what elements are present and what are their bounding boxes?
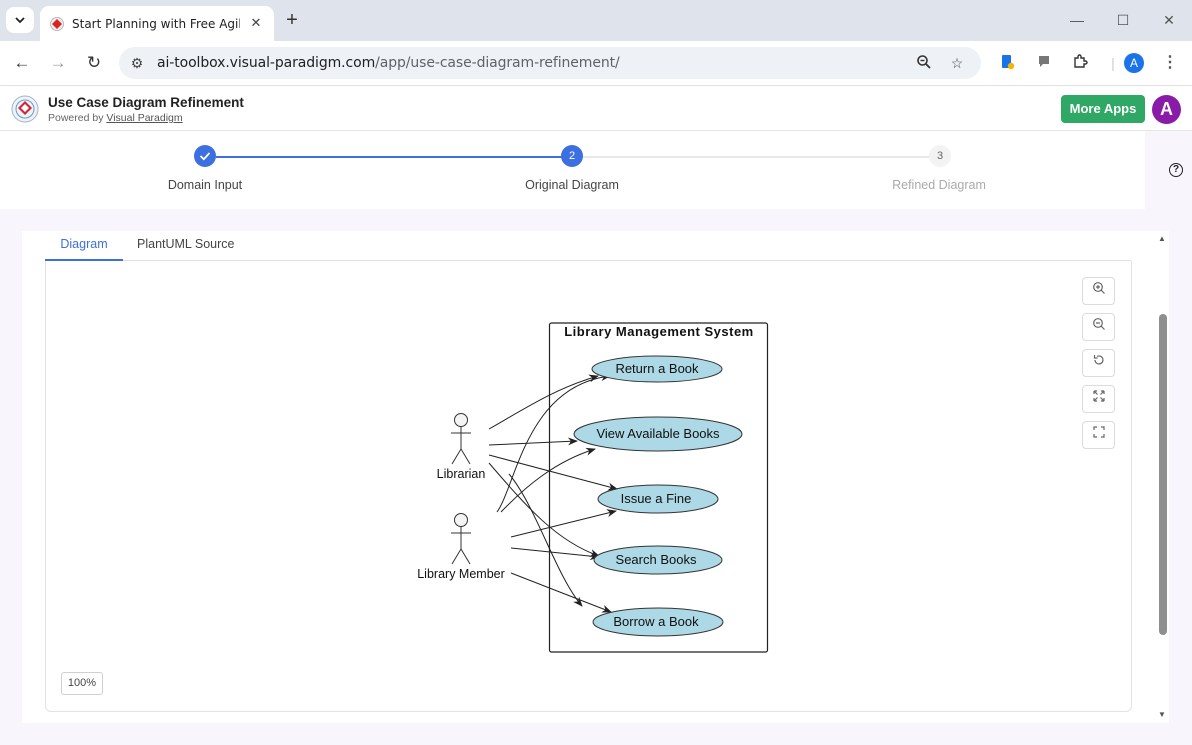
scroll-thumb[interactable] <box>1159 314 1167 635</box>
use-case-issue-a-fine[interactable] <box>597 484 719 514</box>
close-tab-icon[interactable]: ✕ <box>250 15 262 30</box>
tab-diagram[interactable]: Diagram <box>45 231 123 261</box>
zoom-icon[interactable] <box>915 54 933 72</box>
extensions-puzzle-icon[interactable] <box>1071 54 1089 72</box>
chevron-down-icon <box>15 17 25 24</box>
use-case-return-a-book[interactable] <box>591 355 723 383</box>
zoom-out-icon[interactable] <box>1082 313 1115 341</box>
bookmark-star-icon[interactable]: ☆ <box>950 55 964 71</box>
powered-by: Powered by Visual Paradigm <box>48 112 183 124</box>
browser-tab-strip: Start Planning with Free Agile D ✕ + — ☐… <box>0 0 1192 41</box>
scroll-down-arrow-icon[interactable]: ▼ <box>1158 710 1166 719</box>
scrollbar[interactable]: ▲ ▼ <box>1155 231 1169 723</box>
association-lines <box>488 373 618 613</box>
more-apps-button[interactable]: More Apps <box>1061 95 1145 123</box>
step-3-label: Refined Diagram <box>892 178 986 192</box>
zoom-in-icon[interactable] <box>1082 277 1115 305</box>
visual-paradigm-favicon-icon <box>50 16 64 31</box>
back-icon[interactable]: ← <box>13 53 31 72</box>
new-tab-button[interactable]: + <box>286 9 298 31</box>
view-tabs: Diagram PlantUML Source <box>45 231 1131 261</box>
app-title: Use Case Diagram Refinement <box>48 95 244 110</box>
use-case-borrow-a-book-label: Borrow a Book <box>613 614 699 629</box>
profile-avatar[interactable]: A <box>1124 53 1144 73</box>
step-connector-pending <box>583 156 929 158</box>
step-connector-done <box>216 156 562 158</box>
progress-stepper: Domain Input 2 Original Diagram 3 Refine… <box>0 131 1145 209</box>
use-case-borrow-a-book[interactable] <box>592 607 724 637</box>
reset-zoom-icon[interactable] <box>1082 349 1115 377</box>
browser-tab[interactable]: Start Planning with Free Agile D ✕ <box>40 6 274 41</box>
browser-menu-icon[interactable]: ⋮ <box>1162 54 1178 71</box>
step-1-label: Domain Input <box>167 178 243 192</box>
actor-library-member-label: Library Member <box>417 567 505 581</box>
address-bar[interactable]: ⚙ ai-toolbox.visual-paradigm.com/app/use… <box>119 47 981 79</box>
use-case-diagram[interactable]: Library Management System Librarian Libr… <box>406 316 772 658</box>
step-1-check-icon[interactable] <box>194 145 216 167</box>
app-header: Use Case Diagram Refinement Powered by V… <box>0 87 1192 131</box>
extension-chat-icon[interactable] <box>1035 54 1053 72</box>
actor-librarian-label: Librarian <box>437 467 486 481</box>
maximize-icon[interactable]: ☐ <box>1116 12 1130 28</box>
use-case-view-available-books-label: View Available Books <box>596 426 720 441</box>
use-case-search-books-label: Search Books <box>616 552 697 567</box>
zoom-level-indicator[interactable]: 100% <box>61 672 103 695</box>
minimize-icon[interactable]: — <box>1070 12 1084 28</box>
site-settings-icon[interactable]: ⚙ <box>130 55 144 71</box>
url-text[interactable]: ai-toolbox.visual-paradigm.com/app/use-c… <box>157 55 620 71</box>
scroll-up-arrow-icon[interactable]: ▲ <box>1158 234 1166 243</box>
help-icon[interactable]: ? <box>1169 163 1183 177</box>
user-avatar[interactable]: A <box>1152 95 1181 124</box>
reload-icon[interactable]: ↻ <box>86 53 102 72</box>
visual-paradigm-link[interactable]: Visual Paradigm <box>106 112 183 124</box>
use-case-return-a-book-label: Return a Book <box>615 361 699 376</box>
visual-paradigm-logo-icon <box>11 95 39 123</box>
browser-toolbar: ← → ↻ ⚙ ai-toolbox.visual-paradigm.com/a… <box>0 41 1192 86</box>
extension-doc-icon[interactable] <box>998 54 1016 72</box>
close-window-icon[interactable]: ✕ <box>1163 12 1175 28</box>
step-3-circle[interactable]: 3 <box>929 145 951 167</box>
tab-title: Start Planning with Free Agile D <box>72 16 240 31</box>
use-case-view-available-books[interactable] <box>573 416 743 452</box>
actor-librarian-figure <box>451 413 471 465</box>
system-name: Library Management System <box>564 324 754 339</box>
actor-library-member-figure <box>451 513 471 565</box>
forward-icon[interactable]: → <box>49 53 67 72</box>
tab-plantuml-source[interactable]: PlantUML Source <box>137 237 235 251</box>
fit-to-screen-icon[interactable] <box>1082 385 1115 413</box>
use-case-search-books[interactable] <box>593 545 723 575</box>
toolbar-divider: | <box>1111 55 1115 71</box>
use-case-issue-a-fine-label: Issue a Fine <box>621 491 692 506</box>
step-2-label: Original Diagram <box>525 178 619 192</box>
tab-search-button[interactable] <box>6 7 34 33</box>
fullscreen-icon[interactable] <box>1082 421 1115 449</box>
step-2-circle[interactable]: 2 <box>561 145 583 167</box>
